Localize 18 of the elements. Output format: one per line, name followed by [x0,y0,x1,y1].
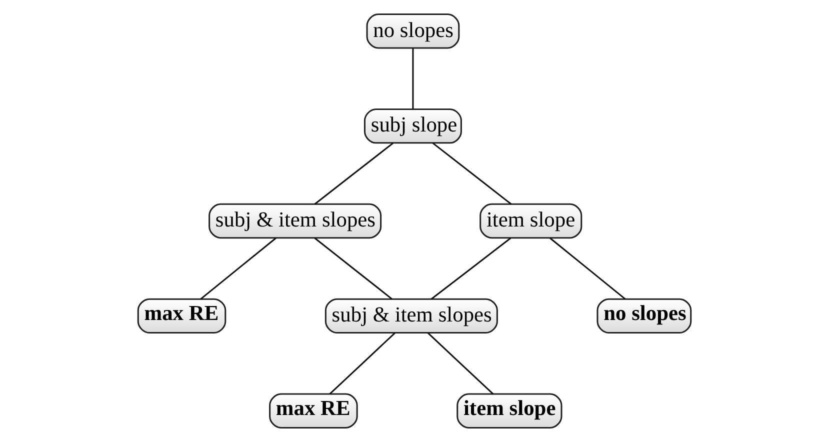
connector [430,238,512,300]
node-box: subj & item slopes [324,298,498,334]
node-box: subj & item slopes [208,203,382,239]
connector [550,238,626,300]
connector [428,332,494,395]
connector [200,238,276,300]
node-box: no slopes [596,298,692,334]
node-box: subj slope [364,108,462,144]
node-box: max RE [269,393,358,428]
node-box: item slope [480,203,582,239]
node-box: item slope [456,393,562,428]
connector [314,142,394,205]
connector [314,238,392,300]
connector [412,48,414,110]
connector [432,142,512,205]
node-box: max RE [137,298,226,334]
connector [329,332,396,395]
node-box: no slopes [366,14,460,49]
